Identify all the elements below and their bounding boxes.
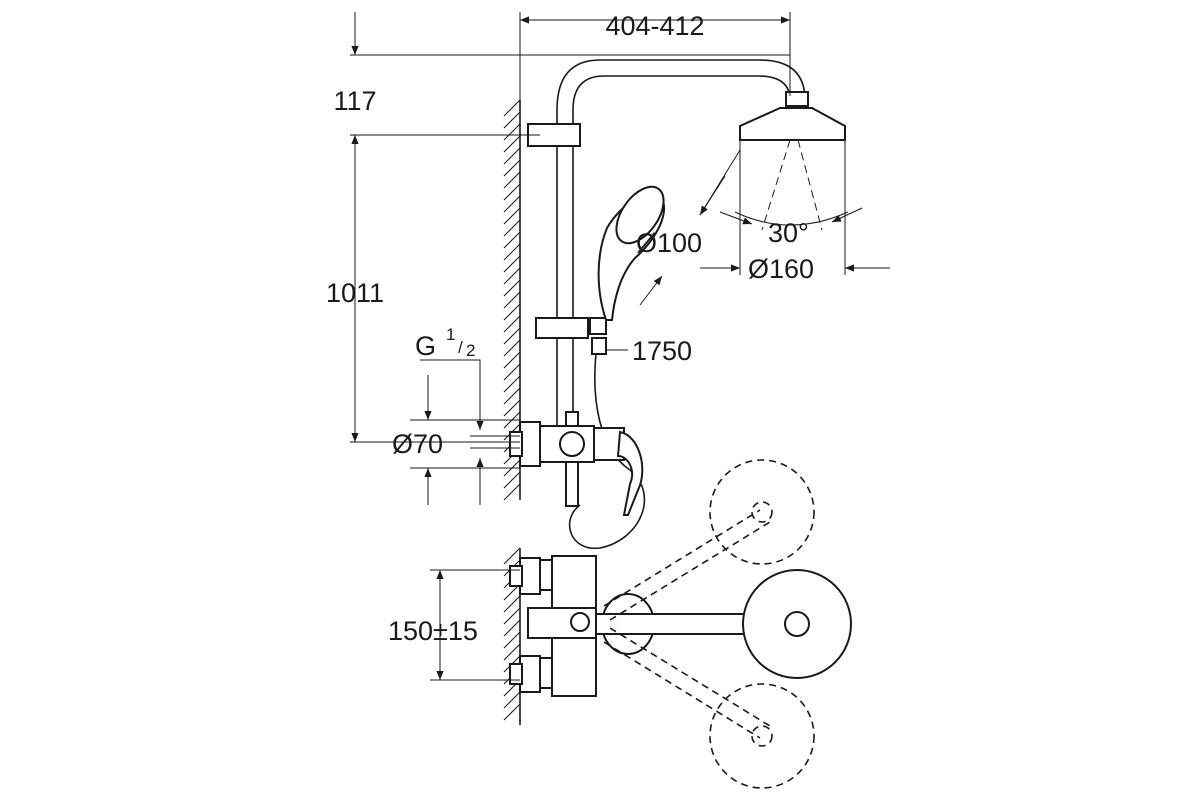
hatch-stroke xyxy=(503,643,521,661)
hatch-stroke xyxy=(503,255,521,273)
hatch-stroke xyxy=(503,291,521,309)
hatch-stroke xyxy=(503,351,521,369)
hatch-stroke xyxy=(503,183,521,201)
hatch-stroke xyxy=(503,147,521,165)
hatch-stroke xyxy=(503,399,521,417)
hatch-stroke xyxy=(503,631,521,649)
hatch-stroke xyxy=(503,619,521,637)
head-shower-icon xyxy=(734,91,849,231)
hand-shower-icon xyxy=(568,185,666,549)
hatch-stroke xyxy=(503,111,521,129)
head-shower-diameter-label: Ø160 xyxy=(748,254,814,284)
hatch-stroke xyxy=(503,243,521,261)
width-range-label: 404-412 xyxy=(605,11,704,41)
wall-plate-diameter-label: Ø70 xyxy=(392,429,443,459)
hatch-stroke xyxy=(503,327,521,345)
hatch-stroke xyxy=(503,279,521,297)
top-offset-label: 117 xyxy=(333,86,376,116)
hatch-stroke xyxy=(503,471,521,489)
hatch-stroke xyxy=(503,703,521,721)
hatch-stroke xyxy=(503,171,521,189)
hatch-stroke xyxy=(503,207,521,225)
hatch-stroke xyxy=(503,339,521,357)
hatch-stroke xyxy=(503,99,521,117)
hatch-stroke xyxy=(503,375,521,393)
wall-hatch-icon xyxy=(503,99,521,725)
spray-angle-label: 30° xyxy=(768,218,809,248)
hatch-stroke xyxy=(503,547,521,565)
hatch-stroke xyxy=(503,135,521,153)
hatch-stroke xyxy=(503,315,521,333)
hatch-stroke xyxy=(503,231,521,249)
hatch-stroke xyxy=(503,363,521,381)
lever-swing-icon xyxy=(509,459,852,789)
hatch-stroke xyxy=(503,595,521,613)
shower-column xyxy=(527,59,806,425)
hatch-stroke xyxy=(503,607,521,625)
hose-length-label: 1750 xyxy=(632,336,692,366)
hand-shower-diameter-label: Ø100 xyxy=(636,228,702,258)
hatch-stroke xyxy=(503,691,521,709)
hatch-stroke xyxy=(503,219,521,237)
column-height-label: 1011 xyxy=(326,278,384,308)
hatch-stroke xyxy=(503,123,521,141)
thread-label: G 1 / 2 xyxy=(415,325,475,361)
hatch-stroke xyxy=(503,303,521,321)
hatch-stroke xyxy=(503,483,521,501)
hatch-stroke xyxy=(503,195,521,213)
inlet-spacing-label: 150±15 xyxy=(388,616,478,646)
hatch-stroke xyxy=(503,387,521,405)
mixer-icon xyxy=(509,411,644,516)
hatch-stroke xyxy=(503,267,521,285)
hatch-stroke xyxy=(503,159,521,177)
